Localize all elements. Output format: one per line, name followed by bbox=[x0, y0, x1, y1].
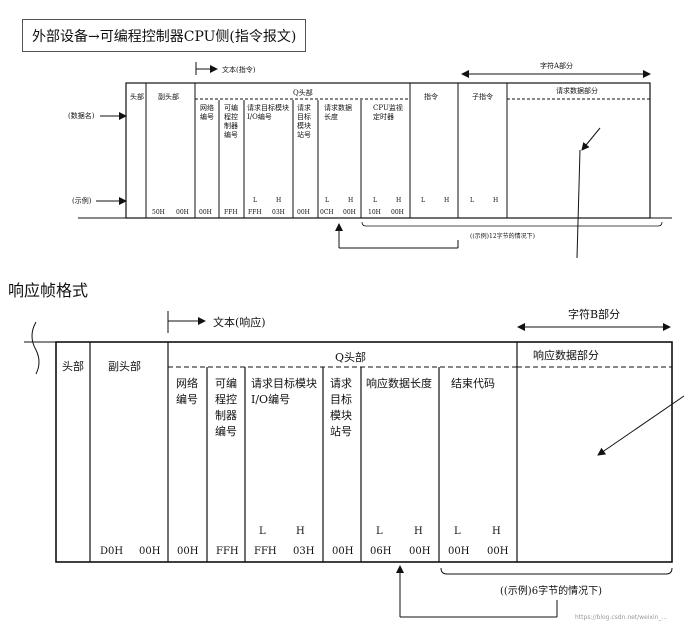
svg-text:L: L bbox=[470, 197, 474, 204]
resp-val-pc: FFH bbox=[216, 546, 239, 557]
svg-text:L: L bbox=[325, 197, 329, 204]
char-a-label: 字符A部分 bbox=[540, 61, 573, 70]
svg-text:H: H bbox=[276, 197, 281, 204]
example-label: (示例) bbox=[72, 196, 92, 205]
resp-end-code-label: 结束代码 bbox=[451, 377, 495, 390]
req-val-pc: FFH bbox=[224, 209, 238, 216]
req-timer-label: CPU监视 定时器 bbox=[373, 103, 405, 121]
req-val-len-2: 00H bbox=[343, 209, 356, 216]
req-data-part-label: 请求数据部分 bbox=[556, 86, 598, 95]
svg-text:H: H bbox=[492, 526, 501, 537]
svg-text:H: H bbox=[444, 197, 449, 204]
svg-text:L: L bbox=[376, 526, 383, 537]
response-diagram: 文本(响应) 字符B部分 头部 副头部 Q头部 响应数据部分 网络 编号 bbox=[24, 307, 685, 621]
resp-pc-label: 可编 程控 制器 编号 bbox=[215, 376, 241, 438]
resp-val-len-2: 00H bbox=[409, 546, 431, 557]
req-val-subheader-2: 00H bbox=[176, 209, 189, 216]
resp-val-network: 00H bbox=[177, 546, 199, 557]
req-io-label: 请求目标模块 I/O编号 bbox=[247, 103, 291, 121]
req-network-label: 网络 编号 bbox=[200, 103, 216, 121]
char-b-label: 字符B部分 bbox=[568, 307, 620, 321]
svg-text:H: H bbox=[296, 526, 305, 537]
resp-station-label: 请求 目标 模块 站号 bbox=[330, 377, 356, 438]
request-text-label: 文本(指令) bbox=[222, 65, 256, 74]
resp-network-label: 网络 编号 bbox=[176, 376, 202, 406]
req-val-subheader-1: 50H bbox=[152, 209, 165, 216]
data-name-label: (数据名) bbox=[68, 111, 95, 120]
req-val-io-2: 03H bbox=[272, 209, 285, 216]
req-header-label: 头部 bbox=[130, 92, 144, 101]
resp-val-end-1: 00H bbox=[448, 546, 470, 557]
resp-val-subheader-1: D0H bbox=[100, 546, 123, 557]
req-val-len-1: 0CH bbox=[320, 209, 334, 216]
svg-text:L: L bbox=[454, 526, 461, 537]
req-footnote: ((示例)12字节的情况下) bbox=[470, 232, 535, 240]
resp-val-subheader-2: 00H bbox=[139, 546, 161, 557]
svg-text:H: H bbox=[348, 197, 353, 204]
resp-val-io-2: 03H bbox=[293, 546, 315, 557]
req-q-header-label: Q头部 bbox=[293, 88, 313, 97]
resp-val-io-1: FFH bbox=[254, 546, 277, 557]
req-subcommand-label: 子指令 bbox=[472, 92, 493, 101]
response-heading: 响应帧格式 bbox=[8, 281, 89, 300]
req-command-label: 指令 bbox=[424, 92, 438, 101]
request-title: 外部设备→可编程控制器CPU侧(指令报文) bbox=[32, 29, 297, 45]
req-sub-header-label: 副头部 bbox=[158, 92, 179, 101]
resp-sub-header-label: 副头部 bbox=[108, 359, 141, 373]
req-pc-label: 可编 程控 制器 编号 bbox=[224, 103, 240, 139]
resp-val-len-1: 06H bbox=[370, 546, 392, 557]
svg-text:L: L bbox=[421, 197, 425, 204]
svg-text:H: H bbox=[493, 197, 498, 204]
resp-footnote: ((示例)6字节的情况下) bbox=[500, 584, 602, 597]
request-title-box: 外部设备→可编程控制器CPU侧(指令报文) bbox=[22, 19, 306, 52]
req-val-timer-1: 10H bbox=[368, 209, 381, 216]
resp-val-station: 00H bbox=[332, 546, 354, 557]
req-length-label: 请求数据 长度 bbox=[324, 103, 354, 121]
req-val-timer-2: 00H bbox=[391, 209, 404, 216]
svg-text:L: L bbox=[253, 197, 257, 204]
req-val-station: 00H bbox=[297, 209, 310, 216]
resp-val-end-2: 00H bbox=[487, 546, 509, 557]
resp-header-label: 头部 bbox=[62, 359, 84, 373]
request-diagram: 文本(指令) 字符A部分 头部 副头部 Q头部 指令 子指令 请求数据部分 网络 bbox=[68, 61, 672, 259]
req-station-label: 请求 目标 模块 站号 bbox=[297, 103, 313, 139]
resp-length-label: 响应数据长度 bbox=[366, 376, 432, 390]
svg-text:H: H bbox=[396, 197, 401, 204]
response-text-label: 文本(响应) bbox=[213, 315, 266, 329]
svg-text:L: L bbox=[373, 197, 377, 204]
watermark: https://blog.csdn.net/weixin_... bbox=[575, 614, 667, 621]
req-val-io-1: FFH bbox=[248, 209, 262, 216]
req-val-network: 00H bbox=[199, 209, 212, 216]
resp-io-label: 请求目标模块 I/O编号 bbox=[251, 376, 321, 406]
resp-data-part-label: 响应数据部分 bbox=[533, 348, 599, 362]
svg-text:L: L bbox=[259, 526, 266, 537]
svg-text:H: H bbox=[414, 526, 423, 537]
resp-q-header-label: Q头部 bbox=[335, 350, 366, 364]
